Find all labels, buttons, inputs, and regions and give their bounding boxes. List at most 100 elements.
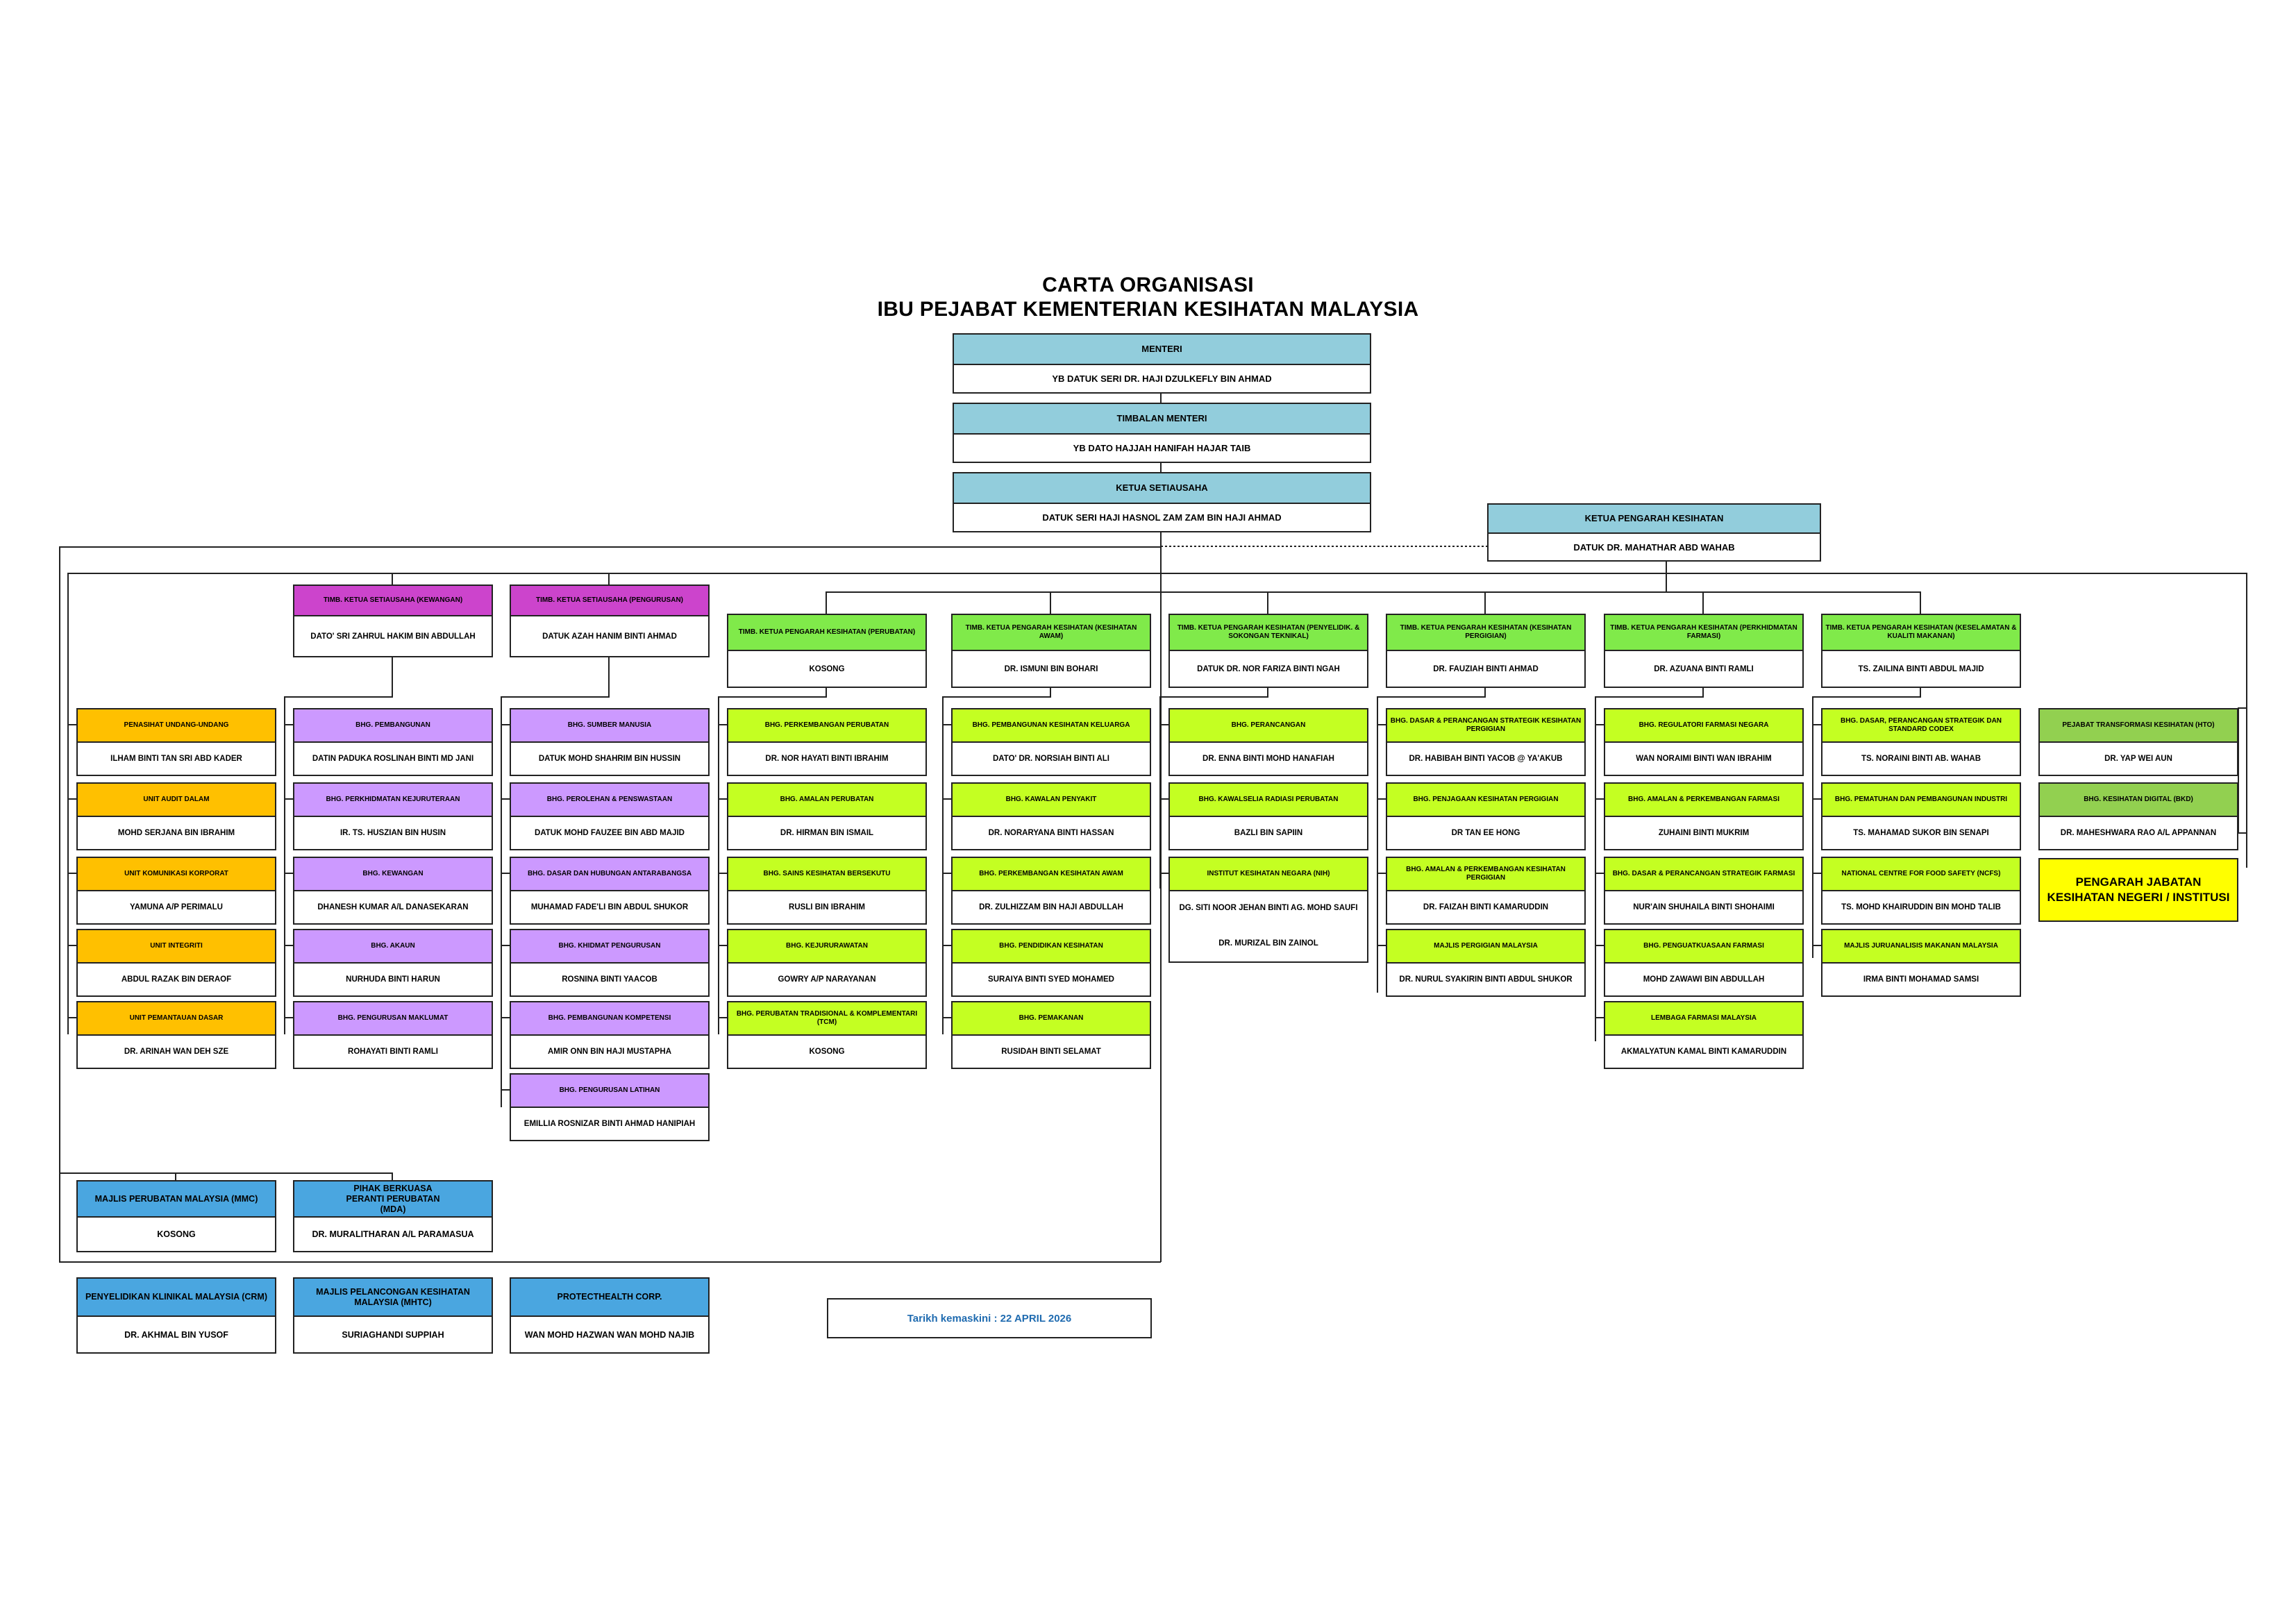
bhg-title: BHG. PEMBANGUNAN (294, 709, 492, 743)
bhg-name: NURHUDA BINTI HARUN (294, 964, 492, 995)
bhg-title: BHG. PERKEMBANGAN KESIHATAN AWAM (953, 858, 1150, 891)
box-bhg-farmasi-col: LEMBAGA FARMASI MALAYSIA AKMALYATUN KAMA… (1604, 1001, 1804, 1069)
menteri-name: YB DATUK SERI DR. HAJI DZULKEFLY BIN AHM… (954, 365, 1370, 392)
box-pengarah-negeri: PENGARAH JABATAN KESIHATAN NEGERI / INST… (2038, 858, 2238, 922)
body-title: MAJLIS PERUBATAN MALAYSIA (MMC) (78, 1181, 275, 1218)
timb-ks-kewangan-name: DATO' SRI ZAHRUL HAKIM BIN ABDULLAH (294, 616, 492, 656)
box-bkd: BHG. KESIHATAN DIGITAL (BKD) DR. MAHESHW… (2038, 782, 2238, 850)
unit-title: PEJABAT TRANSFORMASI KESIHATAN (HTO) (2040, 709, 2237, 743)
bhg-title: BHG. PEMAKANAN (953, 1002, 1150, 1036)
box-bhg-perubatan-col: BHG. PERUBATAN TRADISIONAL & KOMPLEMENTA… (727, 1001, 927, 1069)
box-timb-ks-kewangan: TIMB. KETUA SETIAUSAHA (KEWANGAN) DATO' … (293, 585, 493, 657)
bhg-name: DG. SITI NOOR JEHAN BINTI AG. MOHD SAUFI (1170, 891, 1367, 925)
unit-name: DR. YAP WEI AUN (2040, 743, 2237, 775)
timb-kp-name: DR. ISMUNI BIN BOHARI (953, 651, 1150, 687)
box-mmc: MAJLIS PERUBATAN MALAYSIA (MMC) KOSONG (76, 1180, 276, 1252)
bhg-title: BHG. SAINS KESIHATAN BERSEKUTU (728, 858, 925, 891)
box-bhg-pengurusan-col: BHG. PENGURUSAN LATIHAN EMILLIA ROSNIZAR… (510, 1073, 710, 1141)
box-unit-integriti: UNIT INTEGRITI ABDUL RAZAK BIN DERAOF (76, 929, 276, 997)
unit-name: ABDUL RAZAK BIN DERAOF (78, 964, 275, 995)
body-name: WAN MOHD HAZWAN WAN MOHD NAJIB (511, 1317, 708, 1352)
box-bhg-farmasi-col: BHG. AMALAN & PERKEMBANGAN FARMASI ZUHAI… (1604, 782, 1804, 850)
box-bhg-farmasi-col: BHG. DASAR & PERANCANGAN STRATEGIK FARMA… (1604, 857, 1804, 925)
bhg-title: MAJLIS JURUANALISIS MAKANAN MALAYSIA (1822, 930, 2020, 964)
bhg-title: BHG. PERKEMBANGAN PERUBATAN (728, 709, 925, 743)
body-name: KOSONG (78, 1218, 275, 1251)
bhg-title: LEMBAGA FARMASI MALAYSIA (1605, 1002, 1802, 1036)
box-bhg-farmasi-col: BHG. PENGUATKUASAAN FARMASI MOHD ZAWAWI … (1604, 929, 1804, 997)
bhg-name: AMIR ONN BIN HAJI MUSTAPHA (511, 1036, 708, 1068)
unit-title: UNIT PEMANTAUAN DASAR (78, 1002, 275, 1036)
bhg-title: NATIONAL CENTRE FOR FOOD SAFETY (NCFS) (1822, 858, 2020, 891)
unit-title: UNIT KOMUNIKASI KORPORAT (78, 858, 275, 891)
bhg-name: NUR'AIN SHUHAILA BINTI SHOHAIMI (1605, 891, 1802, 923)
timb-kp-title: TIMB. KETUA PENGARAH KESIHATAN (KESIHATA… (1387, 615, 1584, 651)
bhg-title: BHG. KHIDMAT PENGURUSAN (511, 930, 708, 964)
timb-ks-kewangan-title: TIMB. KETUA SETIAUSAHA (KEWANGAN) (294, 586, 492, 616)
bhg-name: MOHD ZAWAWI BIN ABDULLAH (1605, 964, 1802, 995)
unit-name: DR. ARINAH WAN DEH SZE (78, 1036, 275, 1068)
bhg-name: KOSONG (728, 1036, 925, 1068)
box-bhg-kewangan-col: BHG. PENGURUSAN MAKLUMAT ROHAYATI BINTI … (293, 1001, 493, 1069)
bhg-title: BHG. PENJAGAAN KESIHATAN PERGIGIAN (1387, 784, 1584, 817)
box-bhg-pengurusan-col: BHG. DASAR DAN HUBUNGAN ANTARABANGSA MUH… (510, 857, 710, 925)
bhg-name: IR. TS. HUSZIAN BIN HUSIN (294, 817, 492, 849)
bhg-title: BHG. PEMBANGUNAN KESIHATAN KELUARGA (953, 709, 1150, 743)
kpk-name: DATUK DR. MAHATHAR ABD WAHAB (1489, 534, 1820, 560)
bhg-title: BHG. PEMATUHAN DAN PEMBANGUNAN INDUSTRI (1822, 784, 2020, 817)
box-mda: PIHAK BERKUASA PERANTI PERUBATAN (MDA) D… (293, 1180, 493, 1252)
box-bhg-makanan-col: BHG. DASAR, PERANCANGAN STRATEGIK DAN ST… (1821, 708, 2021, 776)
bhg-title: BHG. PENDIDIKAN KESIHATAN (953, 930, 1150, 964)
unit-title: UNIT INTEGRITI (78, 930, 275, 964)
body-title: PIHAK BERKUASA PERANTI PERUBATAN (MDA) (294, 1181, 492, 1218)
body-title: PENYELIDIKAN KLINIKAL MALAYSIA (CRM) (78, 1279, 275, 1317)
ksu-name: DATUK SERI HAJI HASNOL ZAM ZAM BIN HAJI … (954, 504, 1370, 531)
bhg-name: BAZLI BIN SAPIIN (1170, 817, 1367, 849)
box-mhtc: MAJLIS PELANCONGAN KESIHATAN MALAYSIA (M… (293, 1277, 493, 1354)
body-name: DR. AKHMAL BIN YUSOF (78, 1317, 275, 1352)
bhg-name: DR. NURUL SYAKIRIN BINTI ABDUL SHUKOR (1387, 964, 1584, 995)
bhg-title: BHG. PENGUATKUASAAN FARMASI (1605, 930, 1802, 964)
bhg-name: RUSLI BIN IBRAHIM (728, 891, 925, 923)
timb-kp-name: DR. FAUZIAH BINTI AHMAD (1387, 651, 1584, 687)
bhg-name: DATO' DR. NORSIAH BINTI ALI (953, 743, 1150, 775)
box-bhg-pergigian-col: BHG. AMALAN & PERKEMBANGAN KESIHATAN PER… (1386, 857, 1586, 925)
bhg-name: RUSIDAH BINTI SELAMAT (953, 1036, 1150, 1068)
box-timb-kp-perubatan: TIMB. KETUA PENGARAH KESIHATAN (PERUBATA… (727, 614, 927, 688)
box-unit-pemantauan: UNIT PEMANTAUAN DASAR DR. ARINAH WAN DEH… (76, 1001, 276, 1069)
bhg-title: BHG. AMALAN PERUBATAN (728, 784, 925, 817)
box-bhg-penyelidik-col: BHG. KAWALSELIA RADIASI PERUBATAN BAZLI … (1168, 782, 1368, 850)
box-bhg-pergigian-col: BHG. DASAR & PERANCANGAN STRATEGIK KESIH… (1386, 708, 1586, 776)
bhg-title: BHG. PERKHIDMATAN KEJURUTERAAN (294, 784, 492, 817)
box-bhg-pengurusan-col: BHG. PEMBANGUNAN KOMPETENSI AMIR ONN BIN… (510, 1001, 710, 1069)
box-bhg-perubatan-col: BHG. AMALAN PERUBATAN DR. HIRMAN BIN ISM… (727, 782, 927, 850)
box-nih: INSTITUT KESIHATAN NEGARA (NIH) DG. SITI… (1168, 857, 1368, 963)
bhg-title: BHG. PERANCANGAN (1170, 709, 1367, 743)
box-crm: PENYELIDIKAN KLINIKAL MALAYSIA (CRM) DR.… (76, 1277, 276, 1354)
bhg-name: DR. FAIZAH BINTI KAMARUDDIN (1387, 891, 1584, 923)
box-timb-kp-pergigian: TIMB. KETUA PENGARAH KESIHATAN (KESIHATA… (1386, 614, 1586, 688)
update-date: Tarikh kemaskini : 22 APRIL 2026 (827, 1298, 1152, 1338)
bhg-name: DHANESH KUMAR A/L DANASEKARAN (294, 891, 492, 923)
bhg-title: BHG. REGULATORI FARMASI NEGARA (1605, 709, 1802, 743)
chart-title-line-2: IBU PEJABAT KEMENTERIAN KESIHATAN MALAYS… (877, 298, 1419, 321)
box-bhg-makanan-col: NATIONAL CENTRE FOR FOOD SAFETY (NCFS) T… (1821, 857, 2021, 925)
bhg-title: BHG. PERUBATAN TRADISIONAL & KOMPLEMENTA… (728, 1002, 925, 1036)
box-penasihat-undang: PENASIHAT UNDANG-UNDANG ILHAM BINTI TAN … (76, 708, 276, 776)
timb-kp-title: TIMB. KETUA PENGARAH KESIHATAN (KESIHATA… (953, 615, 1150, 651)
box-bhg-makanan-col: MAJLIS JURUANALISIS MAKANAN MALAYSIA IRM… (1821, 929, 2021, 997)
timb-kp-title: TIMB. KETUA PENGARAH KESIHATAN (PERUBATA… (728, 615, 925, 651)
box-bhg-pengurusan-col: BHG. PEROLEHAN & PENSWASTAAN DATUK MOHD … (510, 782, 710, 850)
bhg-title: BHG. DASAR DAN HUBUNGAN ANTARABANGSA (511, 858, 708, 891)
body-title: PROTECTHEALTH CORP. (511, 1279, 708, 1317)
box-ketua-pengarah: KETUA PENGARAH KESIHATAN DATUK DR. MAHAT… (1487, 503, 1821, 562)
box-bhg-pergigian-col: MAJLIS PERGIGIAN MALAYSIA DR. NURUL SYAK… (1386, 929, 1586, 997)
box-ketua-setiausaha: KETUA SETIAUSAHA DATUK SERI HAJI HASNOL … (953, 472, 1371, 532)
bhg-name: TS. MOHD KHAIRUDDIN BIN MOHD TALIB (1822, 891, 2020, 923)
bhg-name: TS. NORAINI BINTI AB. WAHAB (1822, 743, 2020, 775)
timbalan-name: YB DATO HAJJAH HANIFAH HAJAR TAIB (954, 435, 1370, 462)
body-title: MAJLIS PELANCONGAN KESIHATAN MALAYSIA (M… (294, 1279, 492, 1317)
box-bhg-pengurusan-col: BHG. KHIDMAT PENGURUSAN ROSNINA BINTI YA… (510, 929, 710, 997)
box-bhg-perubatan-col: BHG. SAINS KESIHATAN BERSEKUTU RUSLI BIN… (727, 857, 927, 925)
